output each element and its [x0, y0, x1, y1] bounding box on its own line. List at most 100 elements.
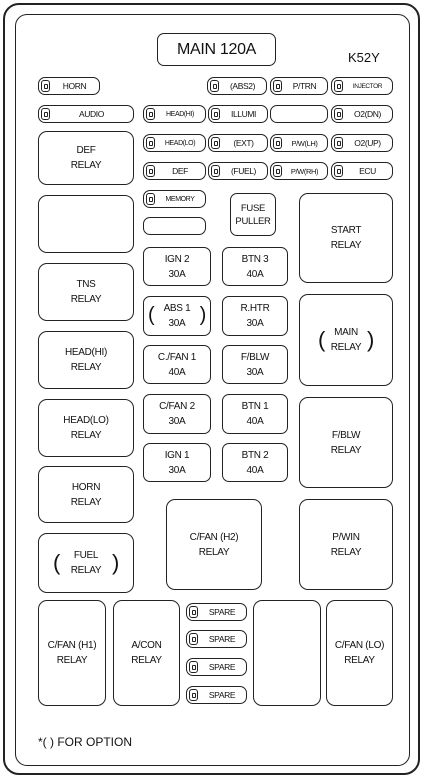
- relay-cfan-h1: C/FAN (H1) RELAY: [38, 600, 106, 706]
- mini-fuse-label: O2(UP): [354, 138, 381, 148]
- fuse-icon: [189, 633, 198, 645]
- relay-start: START RELAY: [299, 193, 393, 283]
- mini-fuse-label: P/W(LH): [291, 138, 318, 148]
- relay-head-lo: HEAD(LO) RELAY: [38, 399, 134, 457]
- fuse-icon: [189, 606, 198, 618]
- option-footnote: *( ) FOR OPTION: [38, 735, 132, 749]
- fuse-cfan1: C./FAN 1 40A: [143, 345, 211, 384]
- fuse-ign2: IGN 2 30A: [143, 247, 211, 286]
- mini-fuse-fuel: (FUEL): [208, 162, 268, 180]
- mini-fuse-label: INJECTOR: [352, 82, 383, 90]
- mini-fuse-spare-3: SPARE: [186, 658, 247, 676]
- mini-fuse-label: (ABS2): [230, 81, 255, 91]
- mini-fuse-label: HEAD(HI): [166, 110, 194, 118]
- mini-fuse-abs2: (ABS2): [207, 77, 267, 95]
- mini-fuse-pw-lh: P/W(LH): [270, 134, 328, 152]
- option-paren-right: ): [199, 303, 207, 326]
- fuse-icon: [146, 193, 155, 205]
- fuse-puller: FUSE PULLER: [230, 193, 276, 236]
- relay-horn: HORN RELAY: [38, 466, 134, 523]
- fuse-icon: [273, 137, 282, 149]
- mini-fuse-audio: AUDIO: [38, 105, 134, 123]
- relay-pwin: P/WIN RELAY: [299, 499, 393, 590]
- main-fuse: MAIN 120A: [157, 33, 276, 66]
- mini-fuse-label: HORN: [62, 81, 87, 91]
- fuse-icon: [146, 137, 155, 149]
- relay-fuel: ( FUEL RELAY ): [38, 533, 134, 593]
- relay-acon: A/CON RELAY: [113, 600, 180, 706]
- fuse-icon: [211, 108, 220, 120]
- fuse-ign1: IGN 1 30A: [143, 443, 211, 482]
- option-paren-left: (: [148, 303, 155, 326]
- mini-fuse-empty-slot: [270, 105, 328, 123]
- model-code: K52Y: [348, 50, 380, 65]
- mini-fuse-label: O2(DN): [354, 109, 381, 119]
- mini-fuse-memory: MEMORY: [143, 190, 206, 208]
- mini-fuse-ecu: ECU: [331, 162, 393, 180]
- mini-fuse-label: AUDIO: [79, 109, 104, 119]
- mini-fuse-label: ILLUMI: [231, 109, 256, 119]
- mini-fuse-ptrn: P/TRN: [270, 77, 328, 95]
- fuse-btn1: BTN 1 40A: [222, 394, 288, 434]
- relay-fuel-label: FUEL RELAY: [70, 550, 102, 576]
- fuse-abs1-label: ABS 1 30A: [163, 303, 191, 329]
- mini-fuse-label: SPARE: [208, 690, 236, 700]
- mini-fuse-label: SPARE: [208, 634, 236, 644]
- relay-cfan-lo: C/FAN (LO) RELAY: [326, 600, 393, 706]
- mini-fuse-ext: (EXT): [208, 134, 268, 152]
- relay-fblw: F/BLW RELAY: [299, 397, 393, 488]
- mini-fuse-def: DEF: [143, 162, 206, 180]
- mini-fuse-horn: HORN: [38, 77, 100, 95]
- mini-fuse-label: P/TRN: [292, 81, 317, 91]
- mini-fuse-injector: INJECTOR: [331, 77, 393, 95]
- relay-tns: TNS RELAY: [38, 263, 134, 321]
- relay-head-hi: HEAD(HI) RELAY: [38, 331, 134, 389]
- relay-main-label: MAIN RELAY: [330, 327, 362, 353]
- option-paren-left: (: [318, 326, 326, 352]
- option-paren-right: ): [366, 326, 374, 352]
- fuse-icon: [146, 165, 155, 177]
- fuse-icon: [273, 80, 282, 92]
- fuse-icon: [210, 80, 219, 92]
- fuse-icon: [211, 137, 220, 149]
- mini-fuse-label: HEAD(LO): [164, 139, 196, 147]
- relay-cfan-h2: C/FAN (H2) RELAY: [166, 499, 262, 590]
- fuse-icon: [189, 661, 198, 673]
- mini-fuse-label: P/W(RH): [290, 166, 319, 176]
- fuse-box-outer-frame: [3, 3, 420, 775]
- fuse-btn3: BTN 3 40A: [222, 247, 288, 286]
- mini-fuse-spare-1: SPARE: [186, 603, 247, 621]
- mini-fuse-label: (EXT): [233, 138, 254, 148]
- relay-empty-slot: [38, 195, 134, 253]
- fuse-icon: [41, 108, 50, 120]
- fuse-btn2: BTN 2 40A: [222, 443, 288, 482]
- fuse-icon: [334, 137, 343, 149]
- mini-fuse-label: SPARE: [208, 662, 236, 672]
- fuse-icon: [189, 689, 198, 701]
- fuse-icon: [41, 80, 50, 92]
- fuse-fblw: F/BLW 30A: [222, 345, 288, 384]
- mini-fuse-head-hi: HEAD(HI): [143, 105, 206, 123]
- option-paren-right: ): [111, 549, 119, 575]
- option-paren-left: (: [53, 549, 61, 575]
- mini-fuse-label: DEF: [172, 166, 188, 176]
- mini-fuse-illumi: ILLUMI: [208, 105, 268, 123]
- fuse-cfan2: C/FAN 2 30A: [143, 394, 211, 434]
- mini-fuse-pw-rh: P/W(RH): [270, 162, 328, 180]
- mini-fuse-head-lo: HEAD(LO): [143, 134, 206, 152]
- mini-fuse-spare-4: SPARE: [186, 686, 247, 704]
- relay-empty-slot-bottom: [253, 600, 321, 706]
- mini-fuse-label: MEMORY: [165, 195, 195, 203]
- mini-fuse-o2-up: O2(UP): [331, 134, 393, 152]
- mini-fuse-label: (FUEL): [231, 166, 256, 176]
- fuse-rhtr: R.HTR 30A: [222, 296, 288, 336]
- fuse-box-inner-frame: [15, 14, 410, 766]
- relay-def: DEF RELAY: [38, 131, 134, 185]
- fuse-icon: [146, 108, 155, 120]
- fuse-icon: [211, 165, 220, 177]
- mini-fuse-spare-2: SPARE: [186, 630, 247, 648]
- mini-fuse-empty-slot-2: [143, 217, 206, 235]
- mini-fuse-label: ECU: [359, 166, 376, 176]
- fuse-icon: [334, 80, 343, 92]
